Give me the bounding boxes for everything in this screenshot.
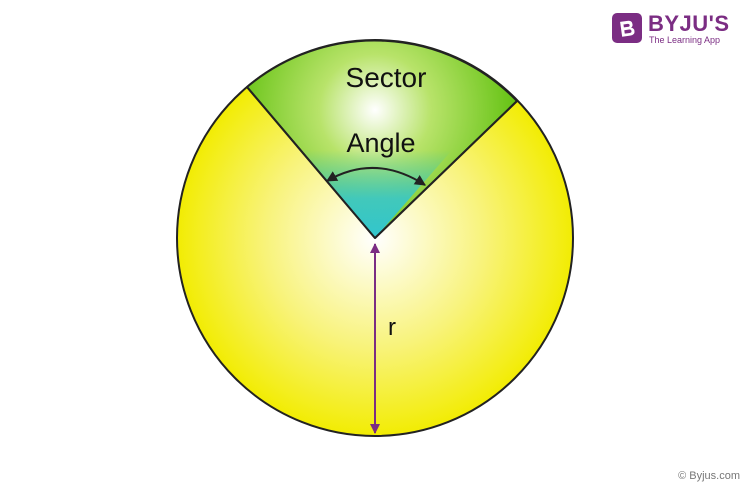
footer-text: Byjus.com bbox=[689, 470, 740, 482]
copyright-icon: © bbox=[678, 470, 687, 482]
sector-center-highlight bbox=[300, 142, 452, 238]
sector bbox=[246, 39, 518, 239]
radius-label: r bbox=[388, 314, 396, 341]
angle-arc-arrow bbox=[326, 166, 426, 186]
footer-watermark: ©Byjus.com bbox=[678, 470, 740, 482]
logo-tagline: The Learning App bbox=[649, 35, 721, 45]
sector-radius-left bbox=[246, 86, 376, 239]
sector-label: Sector bbox=[346, 62, 427, 93]
logo-b-icon bbox=[612, 13, 642, 43]
angle-label: Angle bbox=[346, 128, 415, 158]
logo-wordmark: BYJU'S bbox=[648, 11, 730, 36]
byjus-logo: BYJU'S The Learning App bbox=[612, 11, 742, 45]
sector-radius-right bbox=[374, 100, 518, 239]
